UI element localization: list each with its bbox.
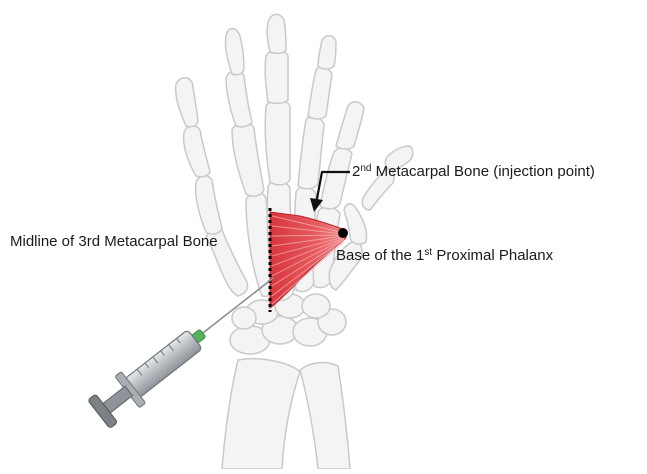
insertion-point-dot — [338, 228, 348, 238]
midline-label: Midline of 3rd Metacarpal Bone — [10, 233, 218, 251]
carpal-bones — [230, 294, 346, 354]
radius-bone — [222, 359, 300, 469]
base-label-text: Proximal Phalanx — [432, 247, 553, 264]
base-label-sup: st — [424, 247, 432, 258]
base-label-prefix: Base of the 1 — [336, 247, 424, 264]
ulna-bone — [300, 363, 350, 469]
injection-label-text: Metacarpal Bone (injection point) — [371, 163, 594, 180]
proximal-phalanx-label: Base of the 1st Proximal Phalanx — [336, 247, 553, 265]
injection-point-label: 2nd Metacarpal Bone (injection point) — [352, 163, 595, 181]
injection-label-sup: nd — [360, 163, 371, 174]
